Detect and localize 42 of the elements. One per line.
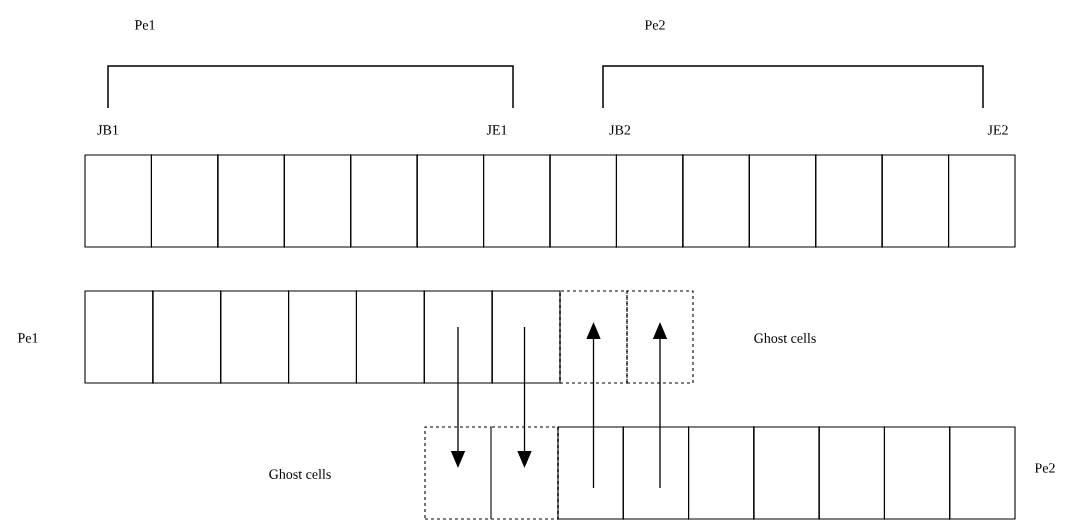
array-cell — [622, 426, 690, 520]
process-label: Pe1 — [134, 20, 155, 30]
index-label: JE2 — [987, 125, 1008, 135]
process-label: Pe2 — [644, 20, 665, 30]
process-label: Pe1 — [17, 333, 38, 343]
array-cell — [818, 426, 885, 520]
array-cell — [350, 154, 418, 248]
array-cell — [557, 426, 624, 520]
ghost-cell — [490, 426, 559, 520]
array-cell — [948, 154, 1016, 248]
array-cell — [152, 290, 222, 384]
array-cell — [748, 154, 817, 248]
ghost-cells-label: Ghost cells — [754, 333, 816, 343]
array-cell — [288, 290, 357, 384]
array-cell — [881, 154, 950, 248]
array-cell — [615, 154, 684, 248]
ghost-cell — [626, 290, 694, 384]
array-cell — [355, 290, 425, 384]
array-cell — [416, 154, 485, 248]
array-cell — [549, 154, 617, 248]
array-cell — [220, 290, 290, 384]
index-label: JB2 — [609, 125, 631, 135]
array-cell — [815, 154, 883, 248]
index-label: JE1 — [486, 125, 507, 135]
ghost-cell — [424, 426, 492, 520]
array-cell — [84, 290, 154, 384]
array-cell — [491, 290, 561, 384]
array-cell — [688, 426, 755, 520]
array-cell — [84, 154, 152, 248]
array-cell — [423, 290, 493, 384]
array-cell — [217, 154, 285, 248]
ghost-cell — [559, 290, 628, 384]
ghost-cells-label: Ghost cells — [269, 469, 331, 479]
array-cell — [483, 154, 551, 248]
array-cell — [150, 154, 219, 248]
array-cell — [949, 426, 1016, 520]
index-label: JB1 — [97, 125, 119, 135]
array-cell — [682, 154, 750, 248]
process-label: Pe2 — [1034, 463, 1055, 473]
array-cell — [283, 154, 352, 248]
array-cell — [753, 426, 820, 520]
array-cell — [883, 426, 951, 520]
